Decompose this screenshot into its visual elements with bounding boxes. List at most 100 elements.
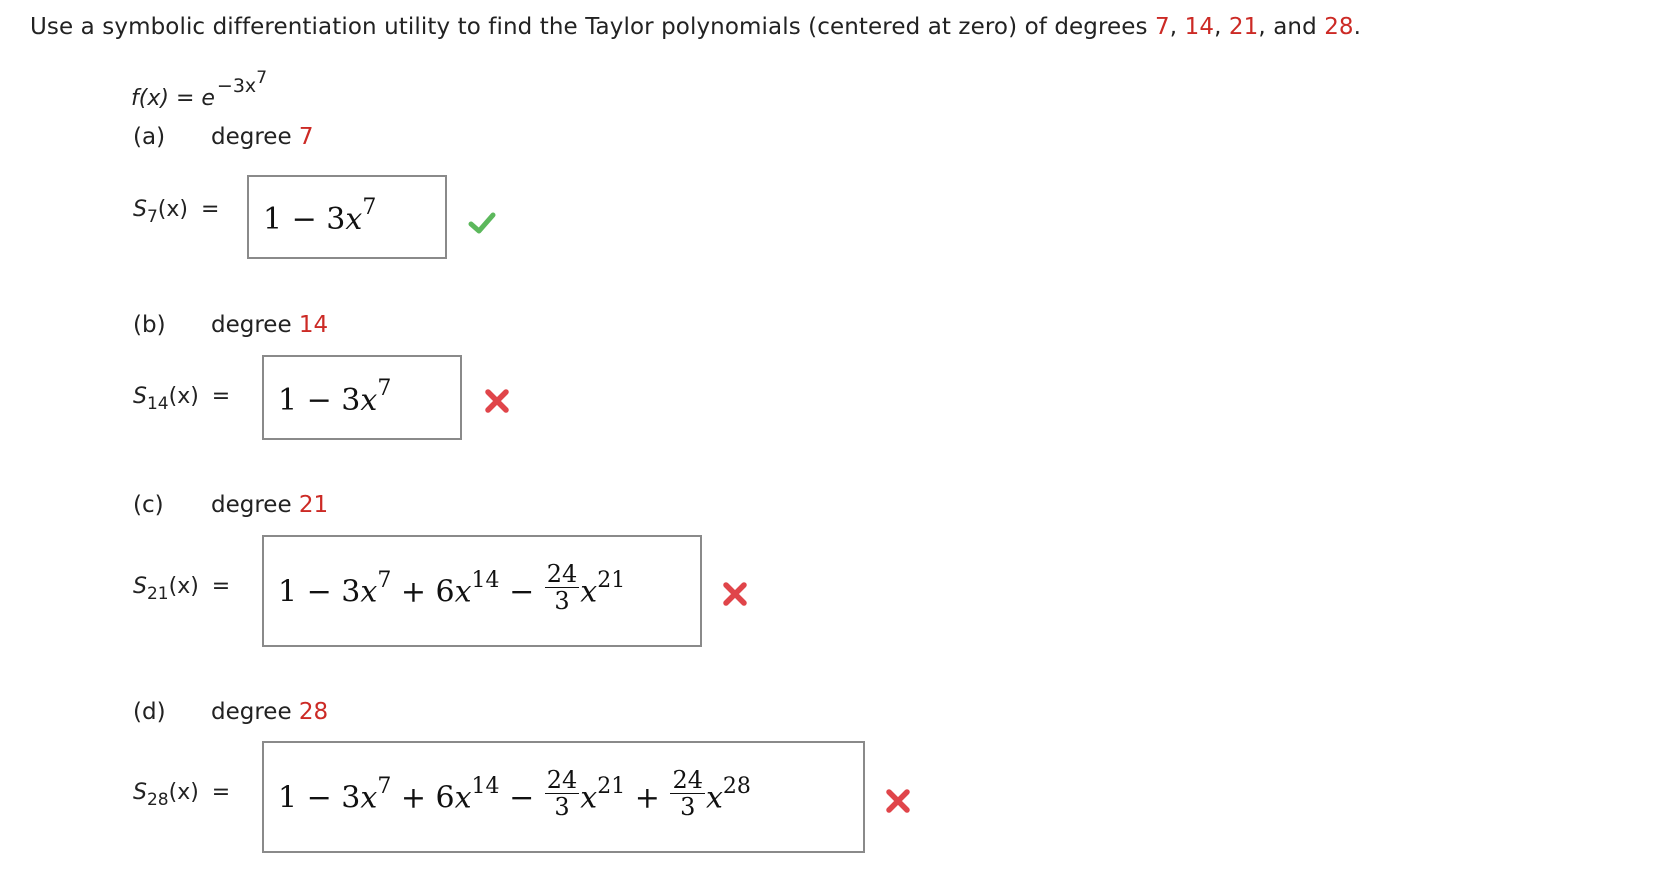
math-exponent: 28: [722, 773, 751, 799]
degree-word: degree: [211, 312, 292, 338]
part-letter: (a): [133, 124, 166, 150]
prompt-text: Use a symbolic differentiation utility t…: [30, 14, 1156, 40]
part-d-label: (d) degree 28: [133, 699, 328, 725]
math-term: 1 − 3: [263, 202, 346, 237]
lhs-arg: (x): [157, 197, 188, 222]
math-term: 1 − 3: [278, 574, 361, 610]
math-exponent: 14: [471, 773, 500, 799]
function-lhs: f(x): [131, 86, 169, 111]
math-exponent: 7: [377, 376, 392, 401]
lhs-arg: (x): [168, 780, 199, 805]
math-term: 1 − 3: [278, 383, 361, 418]
lhs-name: S: [133, 574, 147, 599]
math-exponent: 7: [362, 195, 377, 220]
question-prompt: Use a symbolic differentiation utility t…: [30, 14, 1361, 40]
part-b-lhs: S14(x) =: [133, 384, 231, 414]
degree-value: 7: [1155, 14, 1170, 40]
part-d-lhs: S28(x) =: [133, 780, 231, 810]
degree-word: degree: [211, 699, 292, 725]
function-exponent-text: −3x: [216, 75, 257, 97]
prompt-separator: ,: [1214, 14, 1229, 40]
answer-math-b: 1 − 3x7: [278, 376, 391, 418]
x-icon: [723, 582, 747, 606]
answer-field-a[interactable]: 1 − 3x7: [247, 175, 447, 259]
part-letter: (d): [133, 699, 166, 725]
math-var: x: [454, 574, 472, 610]
lhs-name: S: [133, 197, 147, 222]
lhs-name: S: [133, 780, 147, 805]
check-icon: [468, 212, 496, 234]
math-exponent: 14: [471, 567, 500, 593]
lhs-subscript: 28: [146, 790, 169, 810]
math-exponent: 21: [597, 773, 626, 799]
math-var: x: [580, 780, 598, 816]
lhs-subscript: 7: [146, 207, 158, 227]
prompt-period: .: [1353, 14, 1362, 40]
math-term: +: [625, 780, 670, 816]
lhs-equals: =: [211, 574, 231, 599]
prompt-separator: , and: [1258, 14, 1325, 40]
lhs-name: S: [133, 384, 147, 409]
math-var: x: [360, 574, 378, 610]
fraction-denominator: 3: [554, 587, 570, 615]
math-term: + 6: [391, 780, 455, 816]
part-letter: (c): [133, 492, 164, 518]
part-degree: 14: [298, 312, 329, 338]
degree-word: degree: [211, 124, 292, 150]
answer-field-b[interactable]: 1 − 3x7: [262, 355, 462, 440]
math-term: −: [499, 574, 544, 610]
degree-value: 21: [1228, 14, 1259, 40]
part-a-lhs: S7(x) =: [133, 197, 220, 227]
lhs-equals: =: [211, 780, 231, 805]
degree-value: 28: [1324, 14, 1354, 40]
part-degree: 7: [298, 124, 314, 150]
lhs-equals: =: [211, 384, 231, 409]
lhs-subscript: 21: [146, 584, 169, 604]
math-exponent: 7: [377, 773, 392, 799]
function-exponent: −3x7: [216, 68, 267, 97]
lhs-subscript: 14: [146, 394, 169, 414]
prompt-separator: ,: [1169, 14, 1185, 40]
function-exponent-power: 7: [256, 68, 268, 88]
fraction-numerator: 24: [544, 560, 580, 588]
fraction-numerator: 24: [544, 766, 580, 794]
math-term: + 6: [391, 574, 455, 610]
part-degree: 28: [298, 699, 329, 725]
lhs-equals: =: [200, 197, 220, 222]
math-var: x: [360, 780, 378, 816]
answer-math-a: 1 − 3x7: [263, 195, 376, 237]
lhs-arg: (x): [168, 384, 199, 409]
x-icon: [485, 389, 509, 413]
part-b-label: (b) degree 14: [133, 312, 328, 338]
part-c-lhs: S21(x) =: [133, 574, 231, 604]
math-var: x: [454, 780, 472, 816]
part-c-label: (c)degree 21: [133, 492, 328, 518]
fraction-numerator: 24: [670, 766, 705, 794]
math-var: x: [345, 202, 363, 237]
math-exponent: 7: [377, 567, 392, 593]
math-term: −: [499, 780, 544, 816]
degree-word: degree: [211, 492, 292, 518]
degree-value: 14: [1184, 14, 1215, 40]
function-equals: =: [175, 86, 195, 111]
x-icon: [886, 789, 910, 813]
math-var: x: [360, 383, 378, 418]
math-exponent: 21: [597, 567, 626, 593]
math-var: x: [580, 574, 598, 610]
lhs-arg: (x): [168, 574, 199, 599]
math-term: 1 − 3: [278, 780, 361, 816]
part-letter: (b): [133, 312, 166, 338]
part-a-label: (a) degree 7: [133, 124, 314, 150]
function-base: e: [201, 86, 215, 111]
function-definition: f(x) = e−3x7: [131, 68, 267, 111]
fraction-denominator: 3: [554, 793, 570, 821]
fraction-denominator: 3: [680, 793, 696, 821]
math-var: x: [705, 780, 723, 816]
